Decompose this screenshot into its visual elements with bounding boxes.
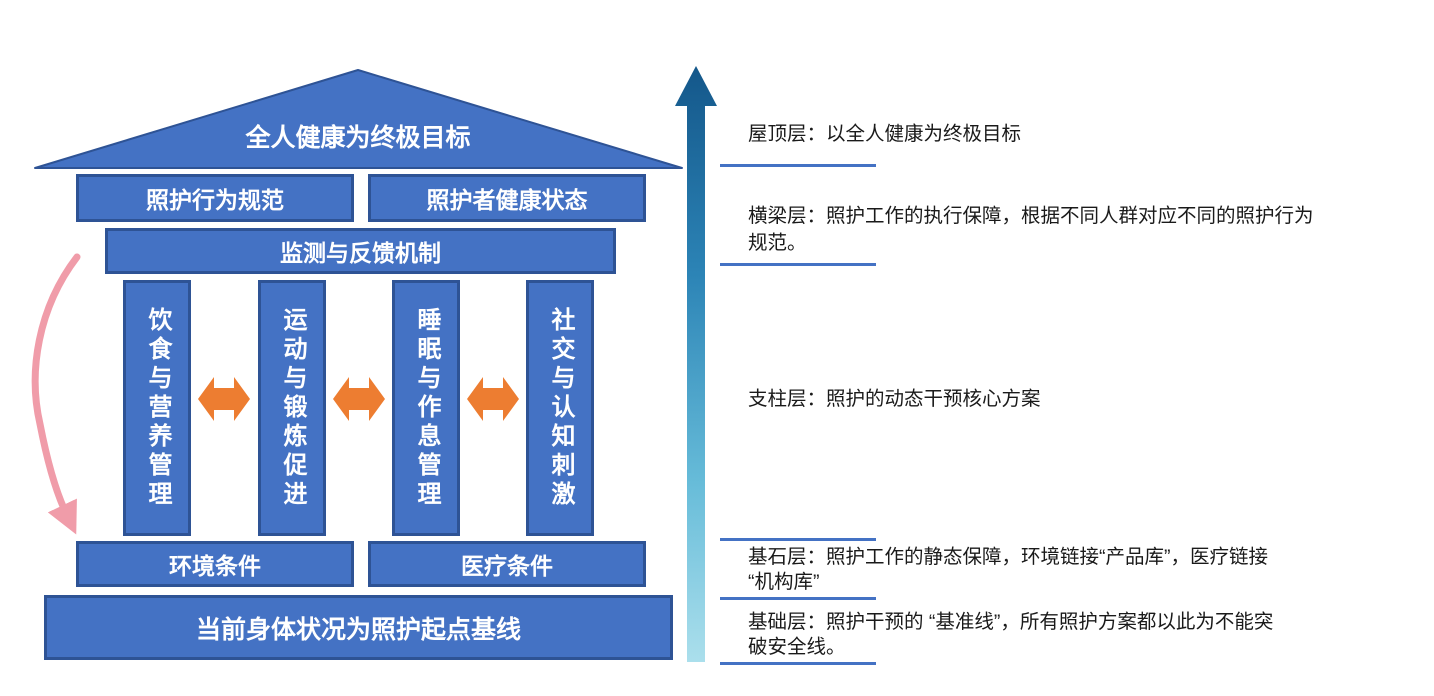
pillar-diet-nutrition: 饮食与营养管理 bbox=[123, 280, 191, 536]
separator-line bbox=[720, 164, 876, 167]
annotation-cornerstone-layer: 基石层：照护工作的静态保障，环境链接“产品库”，医疗链接 “机构库” bbox=[748, 545, 1398, 595]
monitor-feedback-box: 监测与反馈机制 bbox=[105, 228, 616, 274]
pillar-sleep-routine: 睡眠与作息管理 bbox=[392, 280, 460, 536]
roof-label: 全人健康为终极目标 bbox=[245, 124, 471, 152]
double-arrow-icon bbox=[333, 377, 385, 421]
annotation-line: 屋顶层：以全人健康为终极目标 bbox=[748, 123, 1022, 145]
separator-line bbox=[720, 597, 876, 600]
annotation-pillar-layer: 支柱层：照护的动态干预核心方案 bbox=[748, 386, 1398, 413]
annotation-line: 基础层：照护干预的 “基准线”，所有照护方案都以此为不能突 bbox=[748, 611, 1274, 633]
double-arrow-icon bbox=[198, 377, 250, 421]
pillar-social-cognitive: 社交与认知刺激 bbox=[526, 280, 594, 536]
pillar-label: 睡眠与作息管理 bbox=[413, 306, 440, 510]
annotation-line: 规范。 bbox=[748, 232, 807, 254]
double-arrow-icon bbox=[467, 377, 519, 421]
annotation-line: 支柱层：照护的动态干预核心方案 bbox=[748, 388, 1041, 410]
beam-care-behavior-box: 照护行为规范 bbox=[76, 174, 354, 222]
annotation-line: 破安全线。 bbox=[748, 636, 846, 658]
foundation-medical-box: 医疗条件 bbox=[368, 541, 646, 587]
annotation-line: “机构库” bbox=[748, 571, 820, 593]
annotation-line: 横梁层：照护工作的执行保障，根据不同人群对应不同的照护行为 bbox=[748, 205, 1314, 227]
foundation-environment-box: 环境条件 bbox=[76, 541, 354, 587]
pillar-exercise: 运动与锻炼促进 bbox=[258, 280, 326, 536]
pillar-label: 运动与锻炼促进 bbox=[279, 306, 306, 510]
pillar-label: 社交与认知刺激 bbox=[547, 306, 574, 510]
annotation-line: 基石层：照护工作的静态保障，环境链接“产品库”，医疗链接 bbox=[748, 546, 1268, 568]
annotation-roof-layer: 屋顶层：以全人健康为终极目标 bbox=[748, 121, 1398, 148]
baseline-box: 当前身体状况为照护起点基线 bbox=[44, 595, 673, 660]
annotation-beam-layer: 横梁层：照护工作的执行保障，根据不同人群对应不同的照护行为 规范。 bbox=[748, 203, 1398, 257]
up-arrow-icon bbox=[675, 66, 717, 662]
annotation-base-layer: 基础层：照护干预的 “基准线”，所有照护方案都以此为不能突 破安全线。 bbox=[748, 610, 1398, 660]
feedback-curve-arrow-icon bbox=[31, 253, 81, 535]
separator-line bbox=[720, 538, 876, 541]
separator-line bbox=[720, 662, 876, 665]
pillar-label: 饮食与营养管理 bbox=[144, 306, 171, 510]
beam-caregiver-health-box: 照护者健康状态 bbox=[368, 174, 646, 222]
separator-line bbox=[720, 263, 876, 266]
